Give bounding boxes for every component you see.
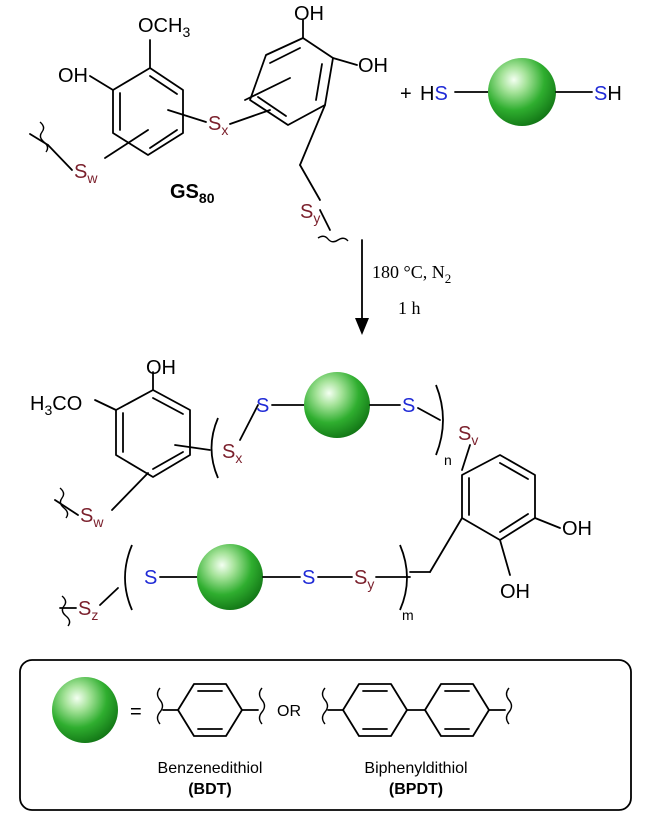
product-n-label: n bbox=[444, 452, 452, 468]
legend-sphere bbox=[52, 677, 118, 743]
plus-sign: + bbox=[400, 83, 412, 105]
product-meo-label: H3CO bbox=[30, 393, 82, 418]
product-s-blue-3: S bbox=[144, 567, 157, 589]
dithiol-core-sphere bbox=[488, 58, 556, 126]
condition-time: 1 h bbox=[398, 298, 421, 318]
product-sphere-lower bbox=[197, 544, 263, 610]
product-sv-label: Sv bbox=[458, 423, 478, 448]
product-sz-label: Sz bbox=[78, 598, 98, 623]
hs-label: HS bbox=[420, 83, 448, 105]
product-s-blue-4: S bbox=[302, 567, 315, 589]
oh-label-top: OH bbox=[294, 3, 324, 25]
product-sphere-upper bbox=[304, 372, 370, 438]
bdt-abbr: (BDT) bbox=[188, 781, 232, 798]
ome-label: OCH3 bbox=[138, 15, 190, 40]
oh-label: OH bbox=[58, 65, 88, 87]
product-sy-label: Sy bbox=[354, 567, 374, 592]
sx-label: Sx bbox=[208, 113, 228, 138]
product-s-blue-1: S bbox=[256, 395, 269, 417]
legend-equals: = bbox=[130, 701, 142, 723]
gs80-label: GS80 bbox=[170, 181, 215, 206]
product-oh-top: OH bbox=[146, 357, 176, 379]
sh-label: SH bbox=[594, 83, 622, 105]
reaction-arrow-head bbox=[355, 318, 369, 335]
product-oh-bottom: OH bbox=[500, 581, 530, 603]
sw-label: Sw bbox=[74, 161, 98, 186]
bpdt-name: Biphenyldithiol bbox=[364, 760, 467, 777]
condition-temp: 180 °C, N2 bbox=[372, 262, 451, 286]
legend-box: = OR Benzenedithiol (BDT) Biphenyldithio… bbox=[19, 659, 632, 811]
bpdt-abbr: (BPDT) bbox=[389, 781, 443, 798]
product-sx-label: Sx bbox=[222, 441, 242, 466]
sy-label: Sy bbox=[300, 201, 320, 226]
product-oh-right: OH bbox=[562, 518, 592, 540]
oh-label-right: OH bbox=[358, 55, 388, 77]
legend-or: OR bbox=[277, 703, 301, 720]
bdt-name: Benzenedithiol bbox=[158, 760, 263, 777]
product-m-label: m bbox=[402, 607, 414, 623]
product-structure bbox=[54, 371, 561, 627]
product-sw-label: Sw bbox=[80, 505, 104, 530]
gs80-structure bbox=[29, 19, 358, 243]
product-s-blue-2: S bbox=[402, 395, 415, 417]
